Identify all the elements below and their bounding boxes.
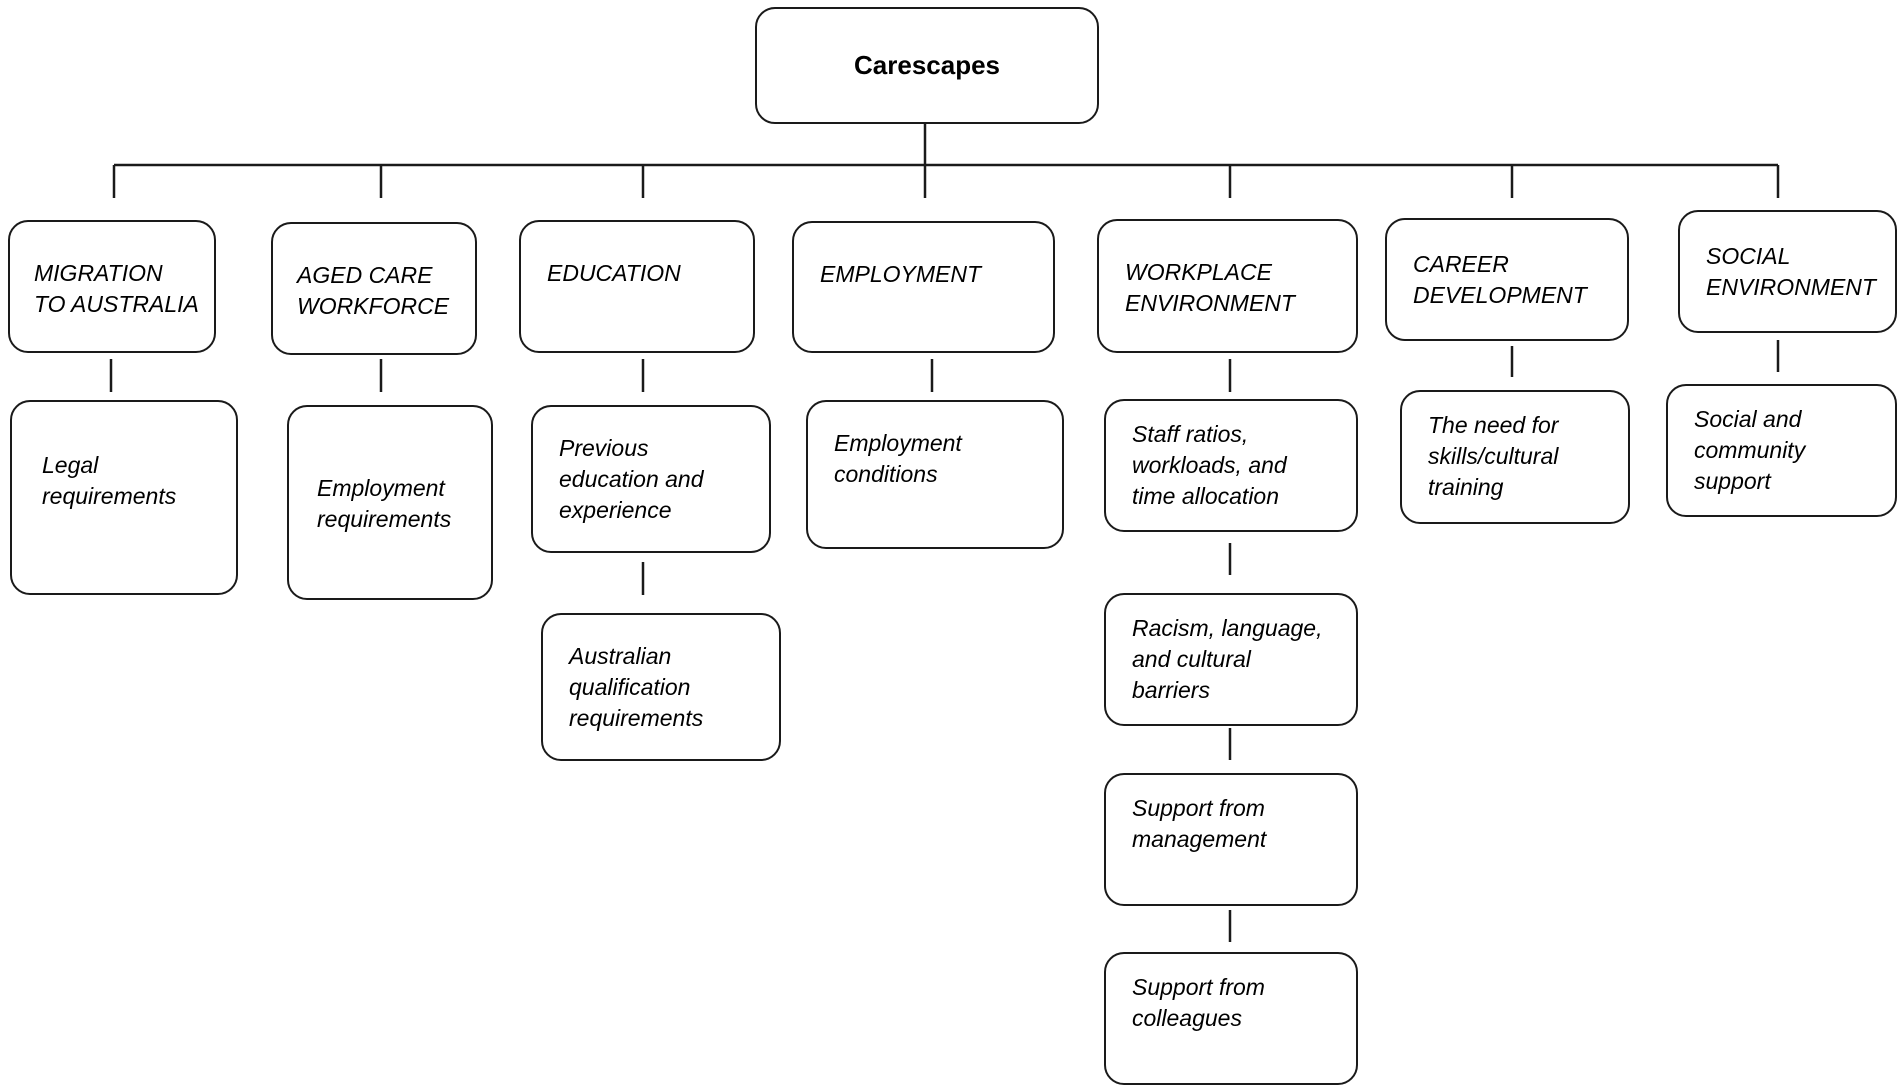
category-label: EDUCATION — [547, 260, 681, 286]
child-social-community-support: Social and community support — [1666, 384, 1897, 517]
child-label: Staff ratios, workloads, and time alloca… — [1132, 421, 1287, 509]
child-label: Employment requirements — [317, 475, 452, 532]
child-label: Support from management — [1132, 795, 1267, 852]
category-career-development: CAREER DEVELOPMENT — [1385, 218, 1629, 341]
child-support-management: Support from management — [1104, 773, 1358, 906]
child-label: The need for skills/cultural training — [1428, 412, 1559, 500]
category-workplace-environment: WORKPLACE ENVIRONMENT — [1097, 219, 1358, 353]
category-label: WORKPLACE ENVIRONMENT — [1125, 259, 1295, 316]
child-skills-cultural-training: The need for skills/cultural training — [1400, 390, 1630, 524]
child-employment-requirements: Employment requirements — [287, 405, 493, 600]
category-employment: EMPLOYMENT — [792, 221, 1055, 353]
child-label: Social and community support — [1694, 406, 1806, 494]
child-australian-qualification: Australian qualification requirements — [541, 613, 781, 761]
category-label: AGED CARE WORKFORCE — [297, 262, 450, 319]
child-label: Support from colleagues — [1132, 974, 1265, 1031]
child-racism-barriers: Racism, language, and cultural barriers — [1104, 593, 1358, 726]
child-employment-conditions: Employment conditions — [806, 400, 1064, 549]
category-label: MIGRATION TO AUSTRALIA — [34, 260, 199, 317]
root-label: Carescapes — [854, 50, 1000, 80]
child-legal-requirements: Legal requirements — [10, 400, 238, 595]
child-label: Racism, language, and cultural barriers — [1132, 615, 1323, 703]
category-label: SOCIAL ENVIRONMENT — [1706, 243, 1876, 300]
category-social-environment: SOCIAL ENVIRONMENT — [1678, 210, 1897, 333]
category-label: EMPLOYMENT — [820, 261, 982, 287]
category-label: CAREER DEVELOPMENT — [1413, 251, 1587, 308]
root-node: Carescapes — [755, 7, 1099, 124]
child-label: Legal requirements — [42, 452, 177, 509]
child-support-colleagues: Support from colleagues — [1104, 952, 1358, 1085]
child-label: Australian qualification requirements — [569, 643, 704, 731]
child-label: Employment conditions — [834, 430, 962, 487]
category-education: EDUCATION — [519, 220, 755, 353]
category-aged-care-workforce: AGED CARE WORKFORCE — [271, 222, 477, 355]
child-staff-ratios: Staff ratios, workloads, and time alloca… — [1104, 399, 1358, 532]
child-previous-education: Previous education and experience — [531, 405, 771, 553]
category-migration: MIGRATION TO AUSTRALIA — [8, 220, 216, 353]
child-label: Previous education and experience — [559, 435, 704, 523]
